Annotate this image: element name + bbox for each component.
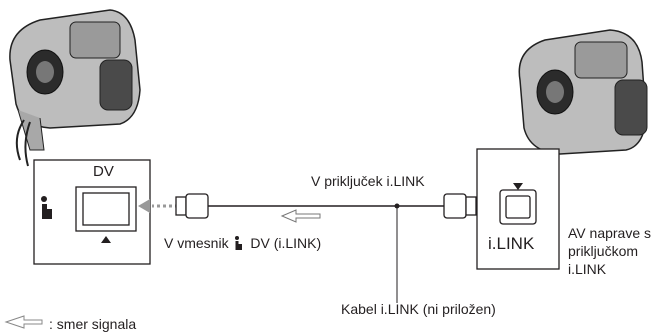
right-port-label: i.LINK: [488, 234, 534, 253]
signal-direction-hollow-arrow: [282, 210, 320, 222]
dv-port-inner: [83, 193, 129, 225]
ilink-port-inner: [506, 196, 530, 218]
left-port-label: DV: [93, 164, 114, 180]
v-vmesnik-text: V vmesnik: [164, 235, 229, 251]
legend-text: : smer signala: [49, 316, 136, 332]
av-line-2: priključkom: [568, 243, 638, 259]
av-line-3: i.LINK: [568, 261, 606, 277]
legend-arrow-icon: [6, 316, 42, 328]
camcorder-icon: [10, 10, 140, 166]
left-plug-body: [186, 194, 208, 218]
ilink-icon: [234, 236, 244, 250]
left-camcorder: [10, 10, 140, 166]
left-plug-tip: [176, 197, 186, 215]
kabel-label: Kabel i.LINK (ni priložen): [341, 301, 496, 317]
right-plug-tip: [466, 197, 476, 215]
v-vmesnik-label: V vmesnik DV (i.LINK): [164, 234, 321, 251]
v-prikljucek-label: V priključek i.LINK: [311, 173, 425, 189]
v-vmesnik-suffix: DV (i.LINK): [250, 235, 321, 251]
right-plug-body: [444, 194, 466, 218]
av-line-1: AV naprave s: [568, 225, 651, 241]
